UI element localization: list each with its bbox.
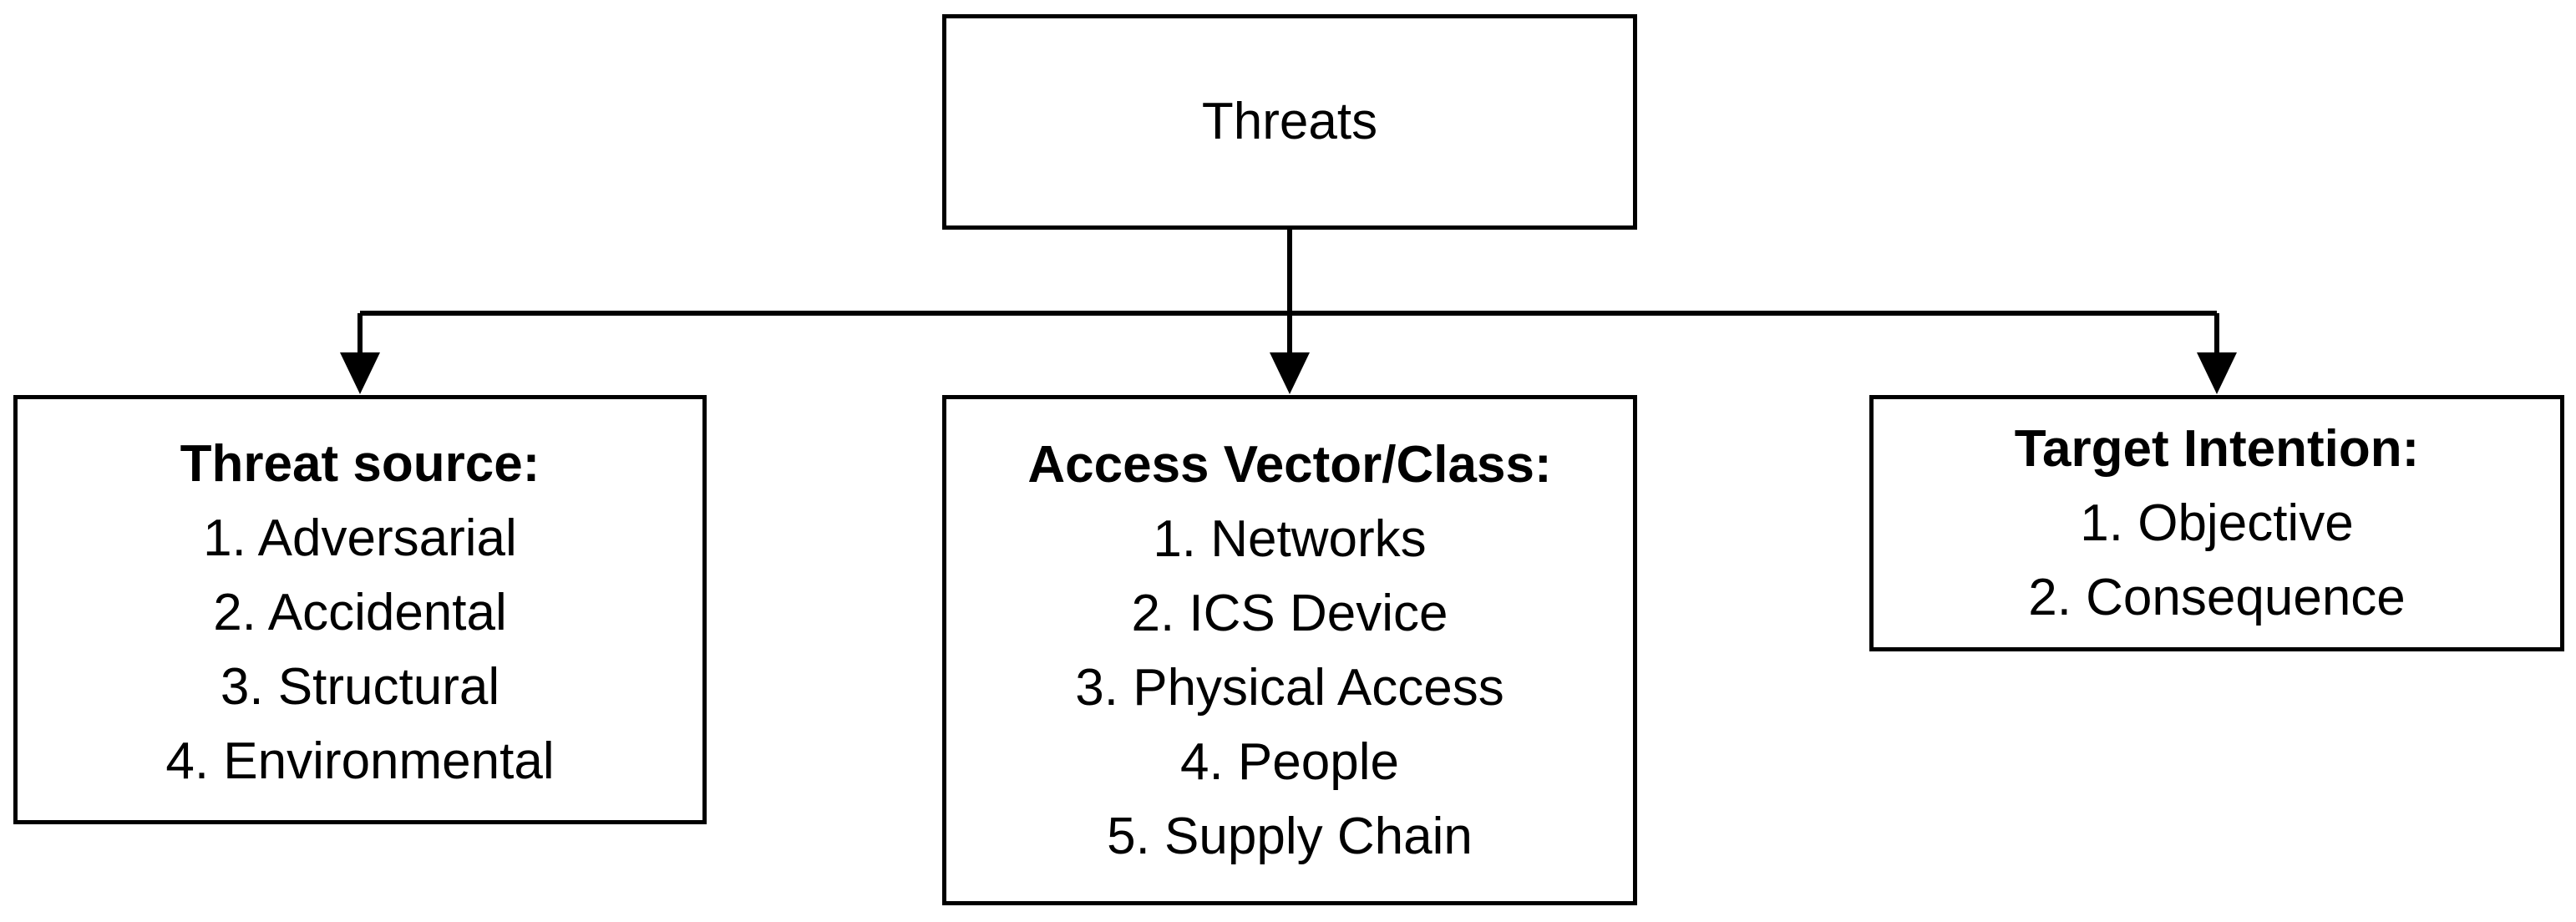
access-vector-heading: Access Vector/Class: bbox=[1027, 435, 1552, 494]
list-item: 2. ICS Device bbox=[1131, 584, 1448, 642]
threats-title: Threats bbox=[1201, 93, 1378, 150]
target-intention-box: Target Intention: 1. Objective 2. Conseq… bbox=[1869, 395, 2564, 651]
list-item: 1. Adversarial bbox=[203, 509, 517, 567]
threat-source-heading: Threat source: bbox=[180, 434, 540, 493]
list-item: 2. Accidental bbox=[213, 583, 507, 641]
threat-source-box: Threat source: 1. Adversarial 2. Acciden… bbox=[13, 395, 707, 824]
list-item: 4. Environmental bbox=[165, 732, 555, 790]
right-arrowhead-icon bbox=[2197, 352, 2237, 394]
middle-arrowhead-icon bbox=[1270, 352, 1310, 394]
target-intention-list: 1. Objective 2. Consequence bbox=[2028, 486, 2406, 635]
list-item: 1. Networks bbox=[1153, 509, 1427, 568]
threat-source-list: 1. Adversarial 2. Accidental 3. Structur… bbox=[165, 501, 554, 798]
target-intention-heading: Target Intention: bbox=[2014, 420, 2420, 478]
list-item: 2. Consequence bbox=[2028, 569, 2406, 626]
list-item: 3. Physical Access bbox=[1075, 658, 1504, 717]
left-arrowhead-icon bbox=[340, 352, 380, 394]
threats-root-box: Threats bbox=[942, 14, 1637, 230]
access-vector-list: 1. Networks 2. ICS Device 3. Physical Ac… bbox=[1075, 502, 1504, 874]
access-vector-box: Access Vector/Class: 1. Networks 2. ICS … bbox=[942, 395, 1637, 905]
list-item: 3. Structural bbox=[220, 657, 500, 716]
list-item: 1. Objective bbox=[2080, 494, 2354, 552]
list-item: 5. Supply Chain bbox=[1107, 807, 1473, 865]
list-item: 4. People bbox=[1180, 732, 1399, 791]
